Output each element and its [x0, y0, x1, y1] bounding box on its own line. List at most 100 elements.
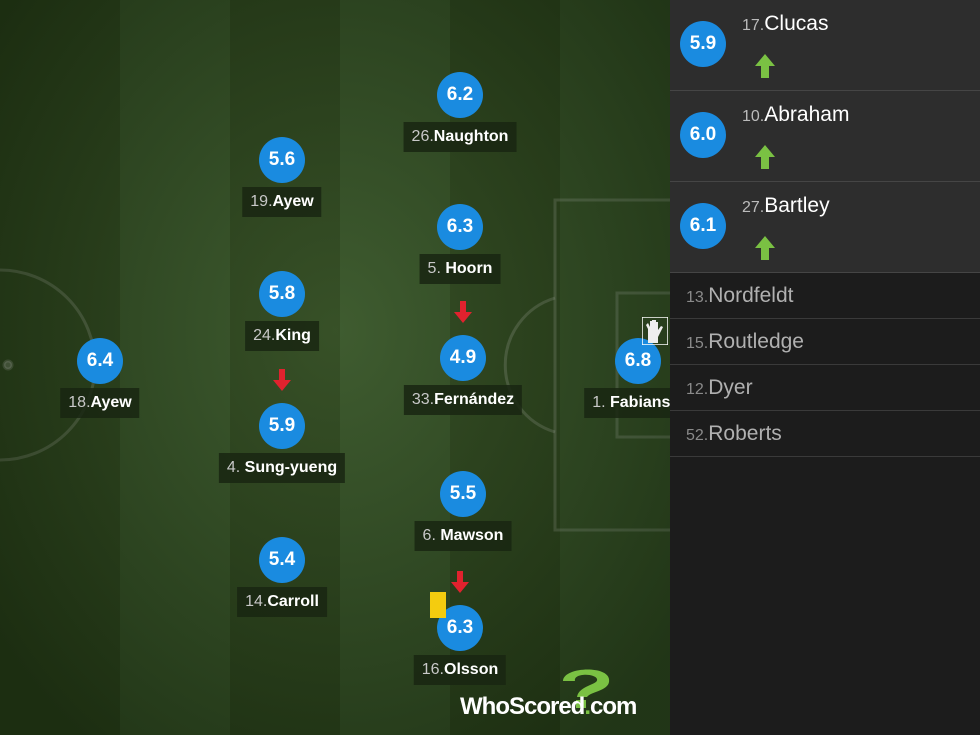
- player-number: 26.: [411, 128, 434, 145]
- player-name-label[interactable]: 16.Olsson: [413, 655, 507, 685]
- player-name-label[interactable]: 18.Ayew: [60, 388, 140, 418]
- player-number: 33.: [411, 391, 435, 408]
- player-marker[interactable]: 5.4 14.Carroll: [237, 537, 327, 617]
- substitute-row[interactable]: 6.1 27.Bartley: [670, 182, 980, 273]
- player-name-label[interactable]: 5. Hoorn: [419, 254, 501, 284]
- player-name-label[interactable]: 24.King: [245, 321, 319, 351]
- substitute-row[interactable]: 6.0 10.Abraham: [670, 91, 980, 182]
- unused-sub-row[interactable]: 13.Nordfeldt: [670, 273, 980, 319]
- player-name: Ayew: [272, 193, 314, 210]
- green-up-arrow-icon: [755, 236, 775, 260]
- player-name: Fernández: [434, 391, 515, 408]
- centre-spot: [2, 359, 14, 371]
- unused-sub-number: 15.: [686, 335, 709, 352]
- player-rating-badge[interactable]: 5.6: [259, 137, 305, 183]
- unused-sub-name: Roberts: [708, 422, 782, 445]
- player-name-label[interactable]: 1. Fabianski: [584, 388, 670, 418]
- player-name: Mawson: [440, 527, 504, 544]
- player-rating-badge[interactable]: 6.3: [437, 204, 483, 250]
- player-marker[interactable]: 5.8 24.King: [245, 271, 319, 351]
- player-marker[interactable]: 5.5 6. Mawson: [414, 471, 512, 551]
- player-number: 16.: [421, 661, 445, 678]
- substitutes-list: 5.9 17.Clucas 6.0 10.Abraham 6.1 27.Bartley: [670, 0, 980, 273]
- player-number: 5.: [427, 260, 446, 277]
- green-up-arrow-icon: [755, 54, 775, 78]
- player-marker[interactable]: 6.4 18.Ayew: [60, 338, 140, 418]
- player-marker[interactable]: 5.6 19.Ayew: [242, 137, 322, 217]
- player-rating-badge[interactable]: 5.5: [440, 471, 486, 517]
- player-marker[interactable]: 4.9 33.Fernández: [403, 301, 523, 415]
- player-name: Fabianski: [609, 394, 670, 411]
- substitute-number: 17.: [742, 17, 765, 34]
- logo-text: WhoScored: [460, 693, 585, 720]
- player-name-label[interactable]: 26.Naughton: [403, 122, 517, 152]
- player-name-label[interactable]: 33.Fernández: [403, 385, 523, 415]
- player-rating-badge[interactable]: 4.9: [440, 335, 486, 381]
- player-marker[interactable]: 5.9 4. Sung-yueng: [218, 369, 346, 483]
- unused-sub-row[interactable]: 12.Dyer: [670, 365, 980, 411]
- red-down-arrow-icon: [454, 301, 472, 323]
- logo-wordmark: WhoScored.com: [460, 693, 637, 721]
- substitute-name-label[interactable]: 17.Clucas: [742, 12, 828, 36]
- player-name: King: [275, 327, 311, 344]
- player-name: Ayew: [90, 394, 132, 411]
- pitch-stripe: [120, 0, 230, 735]
- red-down-arrow-icon: [273, 369, 291, 391]
- green-up-arrow-icon: [755, 145, 775, 169]
- unused-sub-number: 12.: [686, 381, 709, 398]
- penalty-area: [553, 198, 670, 532]
- substitute-rating-badge[interactable]: 5.9: [680, 21, 726, 67]
- unused-sub-name: Routledge: [708, 330, 804, 353]
- goalkeeper-glove-icon: [642, 317, 668, 345]
- player-number: 24.: [253, 327, 276, 344]
- player-number: 18.: [68, 394, 91, 411]
- substitute-name: Clucas: [764, 12, 829, 35]
- unused-sub-number: 52.: [686, 427, 709, 444]
- player-rating-badge[interactable]: 6.8: [615, 338, 661, 384]
- player-number: 6.: [422, 527, 441, 544]
- penalty-arc: [503, 296, 556, 434]
- player-marker[interactable]: 6.3 5. Hoorn: [419, 204, 501, 284]
- substitute-rating-badge[interactable]: 6.1: [680, 203, 726, 249]
- unused-sub-name: Nordfeldt: [708, 284, 794, 307]
- unused-sub-number: 13.: [686, 289, 709, 306]
- player-number: 4.: [226, 459, 245, 476]
- player-marker[interactable]: 6.8 1. Fabianski: [584, 317, 670, 418]
- bench-panel: 5.9 17.Clucas 6.0 10.Abraham 6.1 27.Bartley 1…: [670, 0, 980, 735]
- player-rating-badge[interactable]: 6.4: [77, 338, 123, 384]
- question-mark-icon: [563, 669, 610, 708]
- player-name-label[interactable]: 14.Carroll: [237, 587, 327, 617]
- player-name: Naughton: [433, 128, 509, 145]
- player-number: 14.: [245, 593, 268, 610]
- substitute-rating-badge[interactable]: 6.0: [680, 112, 726, 158]
- player-rating-badge[interactable]: 5.9: [259, 403, 305, 449]
- player-name: Olsson: [444, 661, 499, 678]
- player-name-label[interactable]: 4. Sung-yueng: [218, 453, 346, 483]
- player-name-label[interactable]: 6. Mawson: [414, 521, 512, 551]
- player-rating-badge[interactable]: 5.8: [259, 271, 305, 317]
- logo-tld: com: [590, 693, 637, 720]
- substitute-name-label[interactable]: 10.Abraham: [742, 103, 849, 127]
- substitute-name-label[interactable]: 27.Bartley: [742, 194, 830, 218]
- player-name: Carroll: [267, 593, 319, 610]
- player-rating-badge[interactable]: 6.2: [437, 72, 483, 118]
- player-name: Sung-yueng: [244, 459, 338, 476]
- red-down-arrow-icon: [451, 571, 469, 593]
- yellow-card-icon: [430, 592, 446, 618]
- substitute-name: Abraham: [764, 103, 850, 126]
- unused-sub-name: Dyer: [708, 376, 753, 399]
- logo-dot: .: [584, 693, 591, 720]
- player-number: 19.: [250, 193, 273, 210]
- substitute-number: 10.: [742, 108, 765, 125]
- player-rating-badge[interactable]: 5.4: [259, 537, 305, 583]
- player-name: Hoorn: [445, 260, 493, 277]
- substitute-row[interactable]: 5.9 17.Clucas: [670, 0, 980, 91]
- player-name-label[interactable]: 19.Ayew: [242, 187, 322, 217]
- unused-sub-row[interactable]: 52.Roberts: [670, 411, 980, 457]
- unused-sub-row[interactable]: 15.Routledge: [670, 319, 980, 365]
- substitute-name: Bartley: [764, 194, 830, 217]
